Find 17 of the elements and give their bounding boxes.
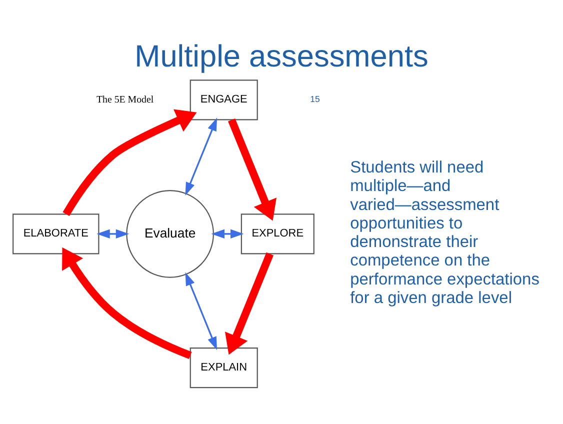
arrow	[96, 228, 130, 238]
arrow	[225, 252, 274, 354]
diagram-title: Multiple assessments	[134, 38, 428, 73]
node-box: ELABORATE	[12, 213, 100, 254]
node-circle: Evaluate	[126, 190, 214, 278]
label: 15	[310, 94, 320, 104]
arrow	[228, 118, 277, 220]
arrow	[62, 108, 197, 216]
label: Students will need multiple—and varied—assessment opportunities to demonstrate their competence on the performance expectations for a given grade level	[350, 158, 540, 307]
arrow	[185, 117, 218, 196]
arrow	[185, 272, 218, 350]
arrow	[62, 246, 192, 359]
label: The 5E Model	[96, 94, 154, 105]
node-box: EXPLAIN	[190, 347, 258, 388]
node-box: ENGAGE	[190, 79, 258, 120]
node-box: EXPLORE	[240, 213, 314, 254]
arrow	[211, 228, 244, 238]
